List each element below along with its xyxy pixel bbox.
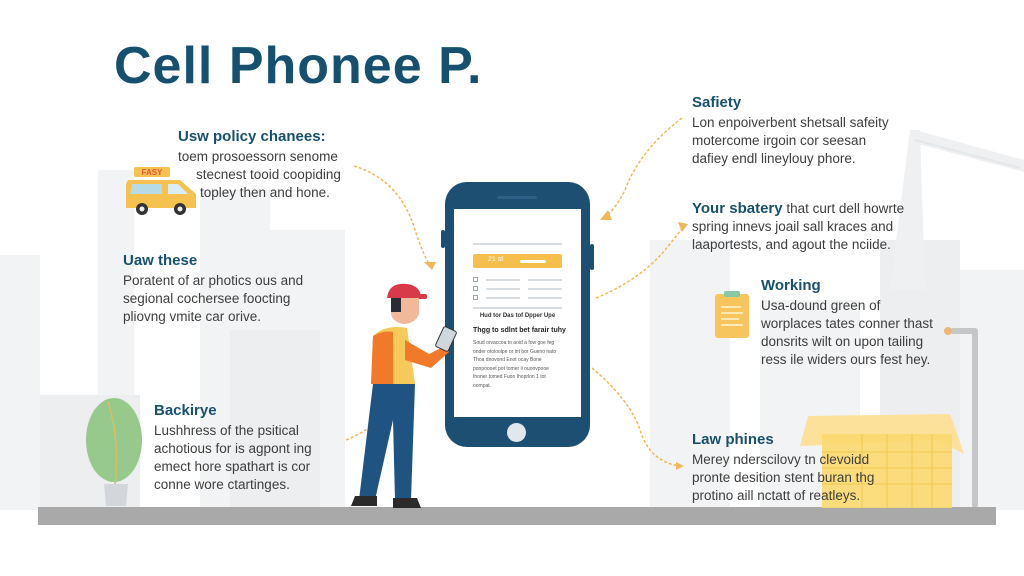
phone-screen: 21 st Hud tor Das tof Dpper Upe Thgg to …: [454, 209, 581, 417]
phone-side-button: [441, 230, 445, 248]
phone-home-button: [507, 423, 526, 442]
screen-banner: 21 st: [473, 254, 562, 268]
phone-side-button: [590, 244, 594, 270]
screen-heading: Hud tor Das tof Dpper Upe: [479, 313, 556, 319]
block-heading: Law phines: [692, 431, 774, 448]
block-text-line: emect hore spathart is cor: [154, 459, 311, 474]
safety-block: Safiety Lon enpoiverbent shetsall safeit…: [692, 94, 889, 168]
block-heading: Working: [761, 277, 821, 294]
street-lamp: [972, 330, 978, 508]
phone-speaker: [497, 196, 537, 199]
ground: [38, 507, 996, 525]
block-heading: Usw policy chanees:: [178, 128, 326, 145]
block-text-line: Poratent of ar photics ous and: [123, 273, 304, 288]
block-text-line: Lushhress of the psitical: [154, 423, 299, 438]
policy-changes-block: Usw policy chanees: toem prosoessorn sen…: [178, 128, 341, 202]
working-block: Working Usa-dound green of worplaces tat…: [761, 277, 933, 369]
block-heading: Safiety: [692, 94, 742, 111]
screen-subheading: Thgg to sdlnt bet farair tuhy: [473, 327, 566, 334]
block-text-line: worplaces tates conner thast: [761, 316, 933, 331]
block-heading: Your sbatery: [692, 200, 783, 217]
van-icon: FASY: [126, 167, 196, 215]
uses-block: Uaw these Poratent of ar photics ous and…: [123, 252, 303, 326]
block-text-line: Usa-dound green of: [761, 298, 881, 313]
block-text-line: Lon enpoiverbent shetsall safeity: [692, 115, 889, 130]
block-text-line: segional cochersee foocting: [123, 291, 291, 306]
your-safety-block: Your sbatery that curt dell howrte sprin…: [692, 200, 904, 254]
block-text-line: laaportests, and agout the nciide.: [692, 237, 891, 252]
block-text-line: ress ile widers ours fest hey.: [761, 352, 931, 367]
screen-body-text: Soud orvaccoa to aoid a fow goe feg onde…: [473, 340, 557, 389]
page-title: Cell Phonee P.: [114, 37, 483, 95]
block-text-line: pliovng vmite car orive.: [123, 309, 262, 324]
block-text-line: conne wore ctartinges.: [154, 477, 290, 492]
block-text-line: topley then and hone.: [200, 185, 330, 200]
box-icon: [800, 414, 964, 508]
screen-banner-text: 21 st: [488, 256, 504, 263]
worker-figure: [351, 283, 457, 508]
clipboard-icon: [715, 291, 749, 338]
crane-silhouette: [890, 130, 1024, 290]
block-text-line: achotious for is agpont ing: [154, 441, 312, 456]
block-text-line: protino aill nctatt of reatleys.: [692, 488, 861, 503]
block-text-line: toem prosoessorn senome: [178, 149, 338, 164]
block-text-line: pronte desition stent buran thg: [692, 470, 875, 485]
block-text-line: stecnest tooid coopiding: [196, 167, 341, 182]
block-heading: Uaw these: [123, 252, 198, 269]
block-text-line: dafiey endl lineylouy phore.: [692, 151, 856, 166]
block-text-line: Merey nderscilovy tn clevoidd: [692, 452, 870, 467]
phone-illustration: 21 st Hud tor Das tof Dpper Upe Thgg to …: [441, 182, 594, 447]
svg-text:FASY: FASY: [142, 168, 164, 177]
law-phones-block: Law phines Merey nderscilovy tn clevoidd…: [692, 431, 874, 505]
background-block: Backirye Lushhress of the psitical achot…: [154, 402, 312, 494]
block-heading: Backirye: [154, 402, 217, 419]
block-text-line: motercome irgoin cor seesan: [692, 133, 867, 148]
block-text-line: spring innevs joail sall kraces and: [692, 219, 894, 234]
block-text-line: donsrits wilt on upon tailing: [761, 334, 924, 349]
plant-icon: [86, 398, 142, 506]
block-text-line: that curt dell howrte: [782, 201, 905, 216]
